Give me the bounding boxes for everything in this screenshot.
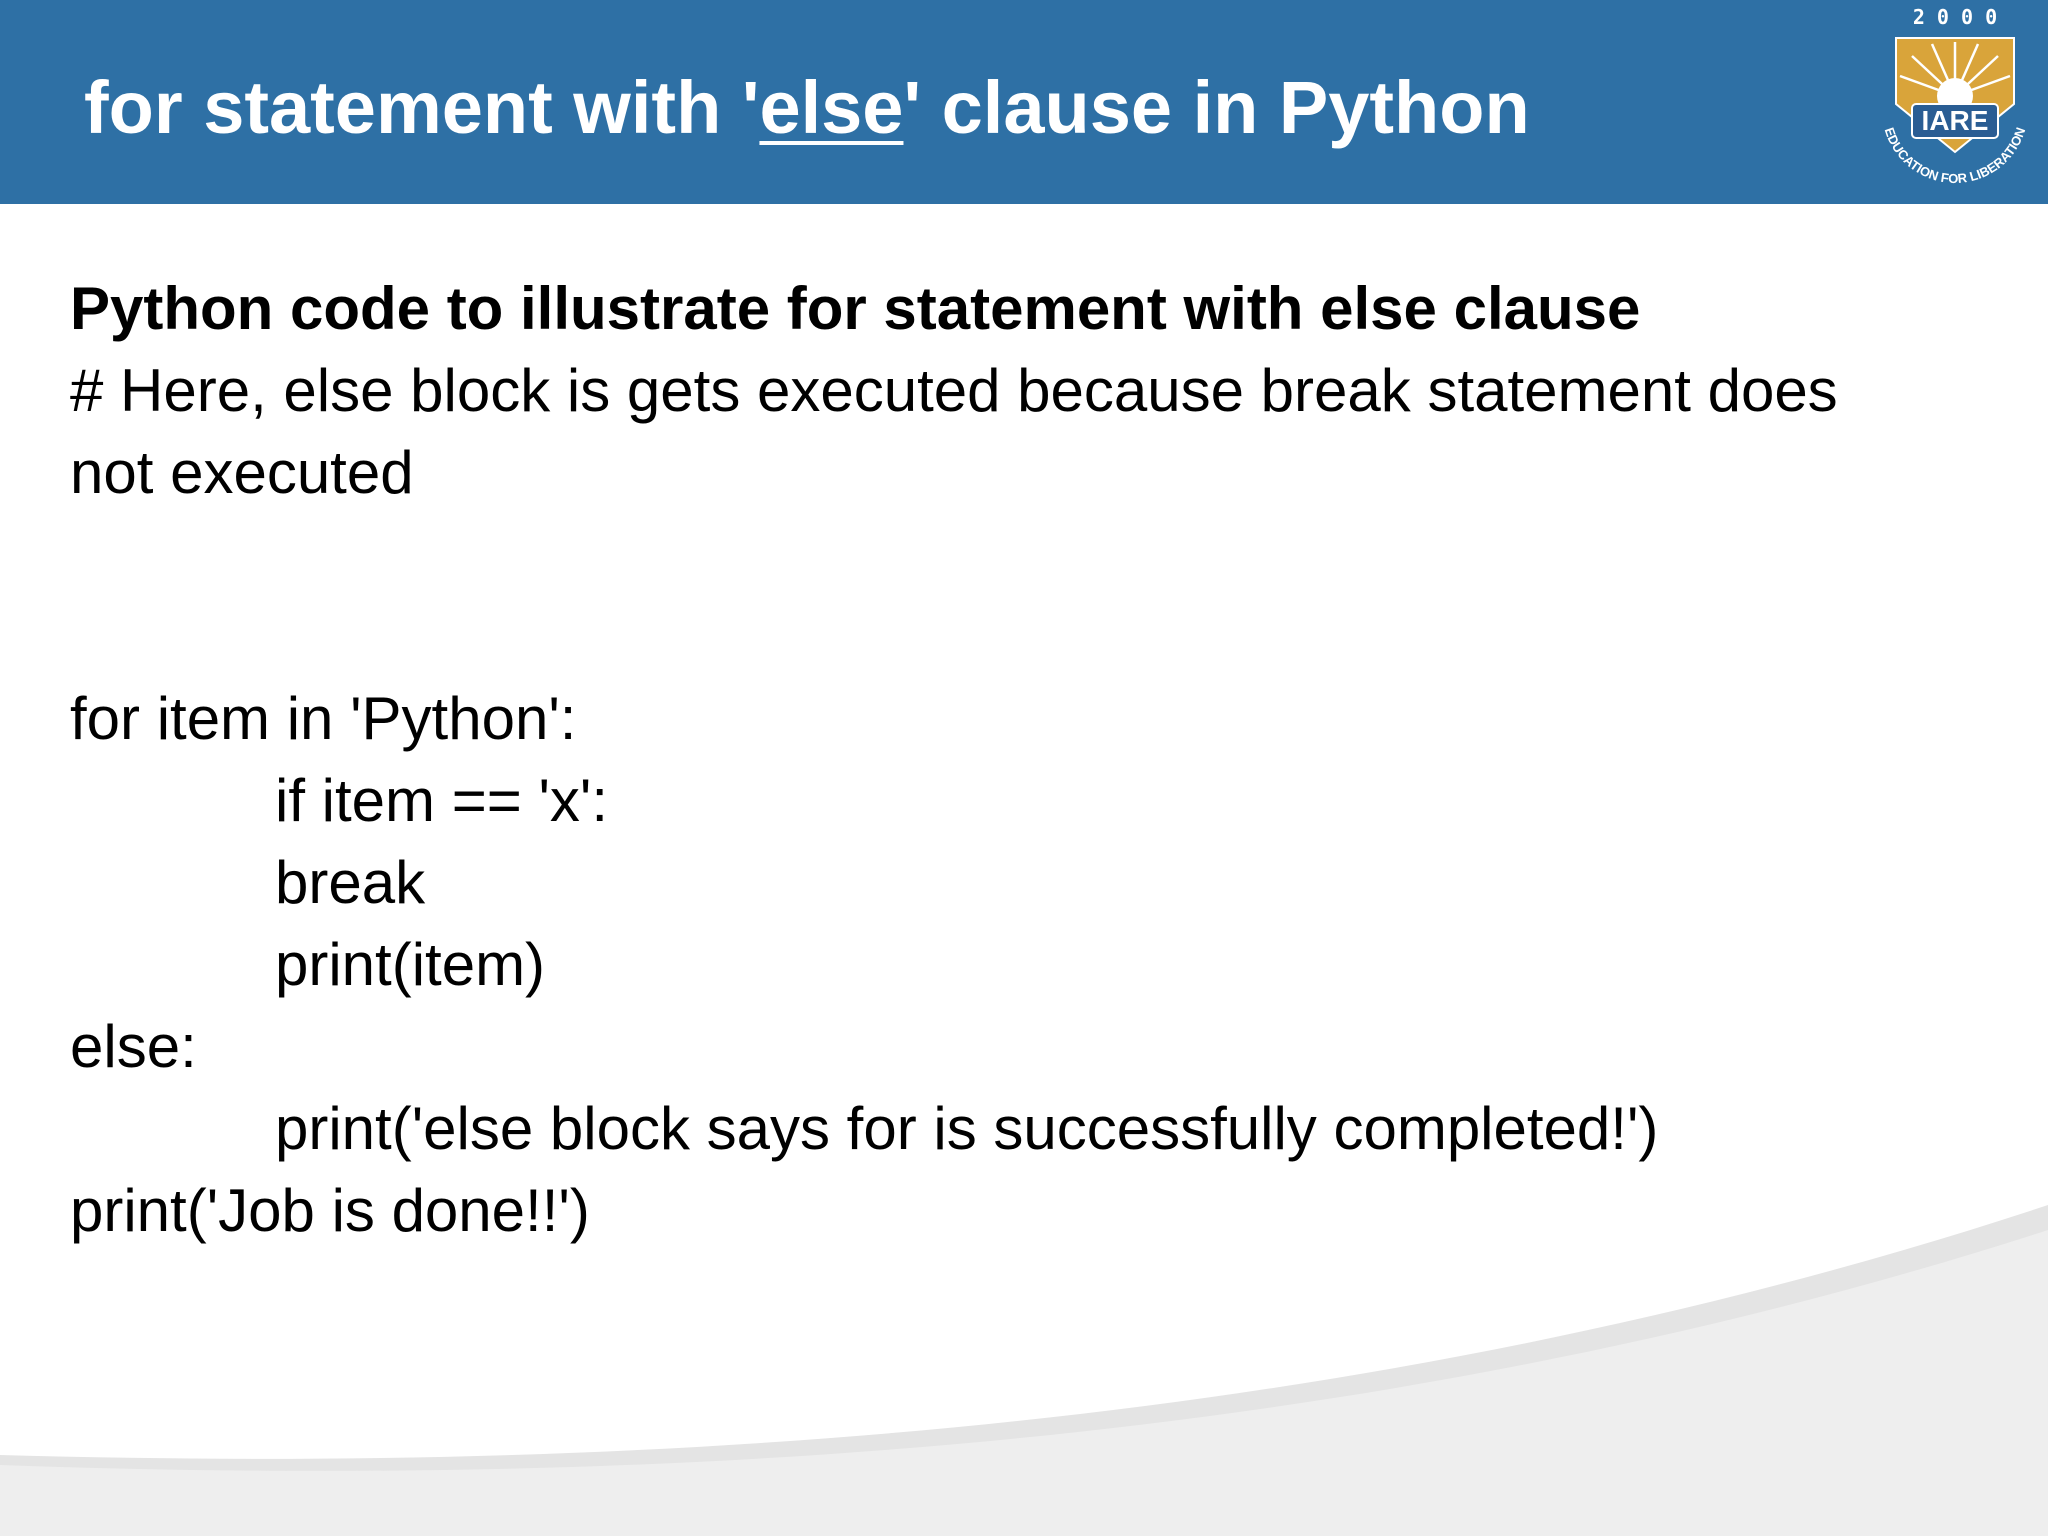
slide-body: Python code to illustrate for statement …	[70, 268, 1990, 1252]
code-line: else:	[70, 1013, 197, 1080]
title-prefix: for statement with '	[84, 66, 760, 149]
body-heading: Python code to illustrate for statement …	[70, 275, 1641, 342]
code-line: if item == 'x':	[275, 767, 609, 834]
code-line: print('else block says for is successful…	[275, 1095, 1659, 1162]
logo-year: 2 0 0 0	[1913, 5, 1997, 29]
logo-name: IARE	[1922, 105, 1989, 136]
code-line: break	[275, 849, 426, 916]
slide-title: for statement with 'else' clause in Pyth…	[84, 58, 1530, 158]
title-bar	[0, 0, 2048, 204]
comment-line: # Here, else block is gets executed beca…	[70, 357, 1838, 424]
code-line: for item in 'Python':	[70, 685, 577, 752]
spacer	[70, 514, 1990, 678]
iare-logo: 2 0 0 0 IARE EDUCATION FOR LIBERATION	[1882, 5, 2029, 186]
code-line: print(item)	[275, 931, 546, 998]
title-keyword: else	[759, 66, 904, 149]
title-suffix: ' clause in Python	[903, 66, 1530, 149]
code-line: print('Job is done!!')	[70, 1177, 590, 1244]
comment-line: not executed	[70, 439, 414, 506]
